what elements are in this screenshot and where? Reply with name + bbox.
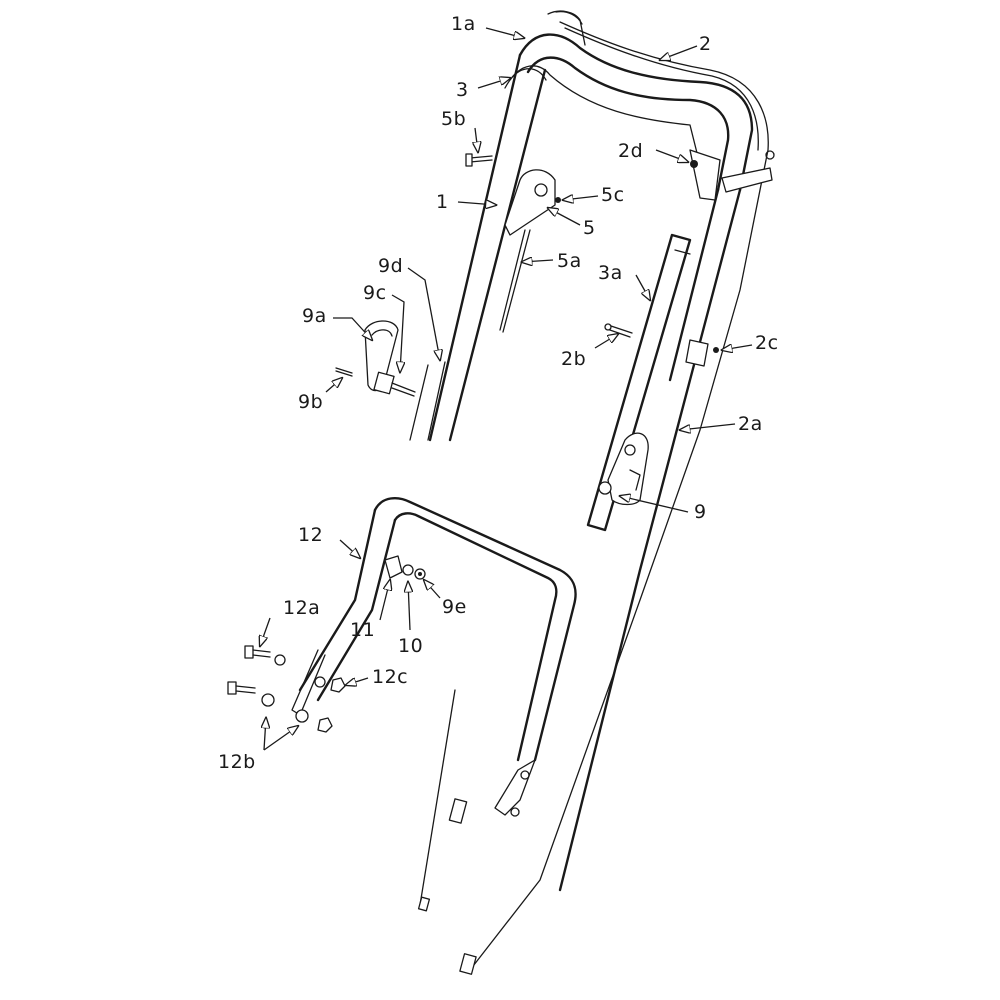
label-10: 10 <box>398 635 423 657</box>
label-12b: 12b <box>218 751 256 773</box>
lower-handle-12 <box>291 497 577 817</box>
label-9e: 9e <box>442 596 467 618</box>
label-9b: 9b <box>298 391 323 413</box>
label-9: 9 <box>694 501 707 523</box>
label-2b: 2b <box>561 348 586 370</box>
hardware-12 <box>227 645 346 733</box>
lever-5 <box>499 169 561 333</box>
throttle-cable <box>417 21 775 975</box>
clip-2c <box>685 339 719 367</box>
label-5b: 5b <box>441 108 466 130</box>
label-2d: 2d <box>618 140 643 162</box>
label-11: 11 <box>350 619 375 641</box>
label-9a: 9a <box>302 305 327 327</box>
bolt-5b <box>465 153 493 167</box>
upper-handle <box>409 10 754 892</box>
hardware-11-10-9e <box>384 555 426 580</box>
label-2: 2 <box>699 33 712 55</box>
label-5c: 5c <box>601 184 625 206</box>
control-bar <box>504 65 701 166</box>
label-9c: 9c <box>363 282 387 304</box>
leader-lines <box>260 27 753 751</box>
knob-assembly-9a <box>335 320 416 397</box>
label-5: 5 <box>583 217 596 239</box>
label-9d: 9d <box>378 255 403 277</box>
label-5a: 5a <box>557 250 582 272</box>
label-12a: 12a <box>283 597 320 619</box>
bracket-2d <box>689 149 773 201</box>
bolt-2b <box>604 323 633 338</box>
callout-labels: 1a 2 3 5b 2d 1 5c 5 5a 9d 3a 9c 9a 2c 2b… <box>218 13 779 773</box>
knob-assembly-9 <box>598 432 649 506</box>
label-12: 12 <box>298 524 323 546</box>
label-2a: 2a <box>738 413 763 435</box>
label-1a: 1a <box>451 13 476 35</box>
label-12c: 12c <box>372 666 408 688</box>
label-2c: 2c <box>755 332 779 354</box>
lower-tube-3a <box>586 233 692 532</box>
label-1: 1 <box>436 191 449 213</box>
label-3: 3 <box>456 79 469 101</box>
label-3a: 3a <box>598 262 623 284</box>
